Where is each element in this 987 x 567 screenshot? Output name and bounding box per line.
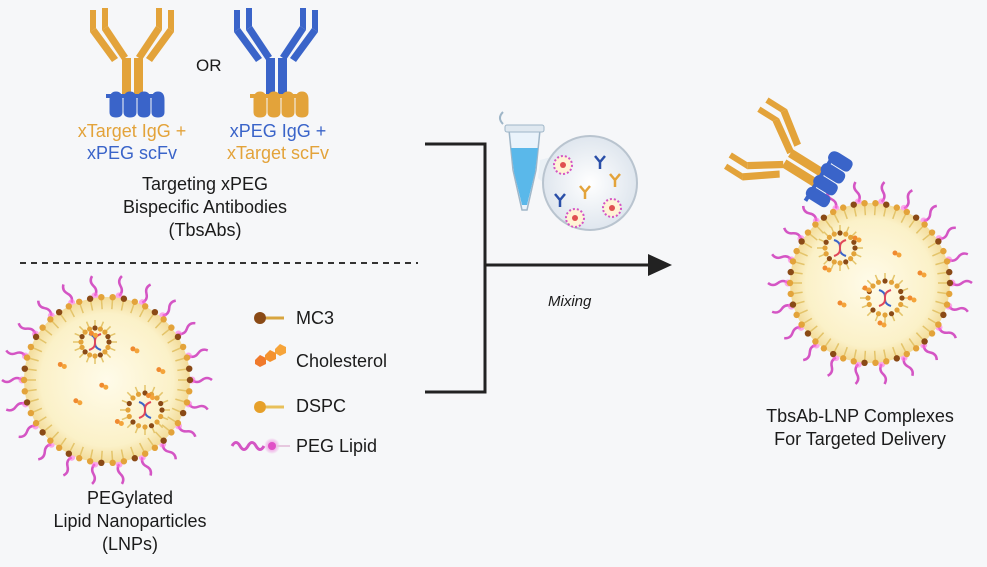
bound-antibody [723,97,853,208]
peg-lipid-icon [230,438,290,454]
mixing-bracket [425,142,650,394]
lnp-particle [1,275,213,485]
option2-line1: xPEG IgG + [229,121,327,141]
tbsab-title-line1: Targeting xPEG [141,174,269,194]
arrow-head [648,254,672,276]
lnp-title-line3: (LNPs) [101,534,158,554]
microcentrifuge-tube-icon [499,111,545,211]
cholesterol-icon [255,344,286,367]
tbsab-title-line2: Bispecific Antibodies [122,197,288,217]
option1-line1: xTarget IgG + [77,121,187,141]
result-line2: For Targeted Delivery [774,429,946,449]
dspc-lipid-icon [254,401,284,413]
result-line1: TbsAb-LNP Complexes [766,406,954,426]
mixing-zoom-icon [542,135,638,231]
lnp-title-line1: PEGylated [86,488,174,508]
xpeg-igg-xtarget-scfv-antibody [234,8,318,118]
legend-mc3-label: MC3 [296,308,335,328]
legend-dspc-label: DSPC [296,396,347,416]
option1-line2: xPEG scFv [86,143,177,163]
mixing-label: Mixing [548,293,592,310]
tbsab-title-line3: (TbsAbs) [168,220,242,240]
mc3-lipid-icon [254,312,284,324]
lnp-title-line2: Lipid Nanoparticles [53,511,207,531]
option2-line2: xTarget scFv [226,143,330,163]
legend-cholesterol-label: Cholesterol [296,351,388,371]
xtarget-igg-xpeg-scfv-antibody [90,8,174,118]
or-label: OR [196,56,222,75]
legend-peg-lipid-label: PEG Lipid [296,436,378,456]
tbsab-lnp-complex [767,181,973,385]
